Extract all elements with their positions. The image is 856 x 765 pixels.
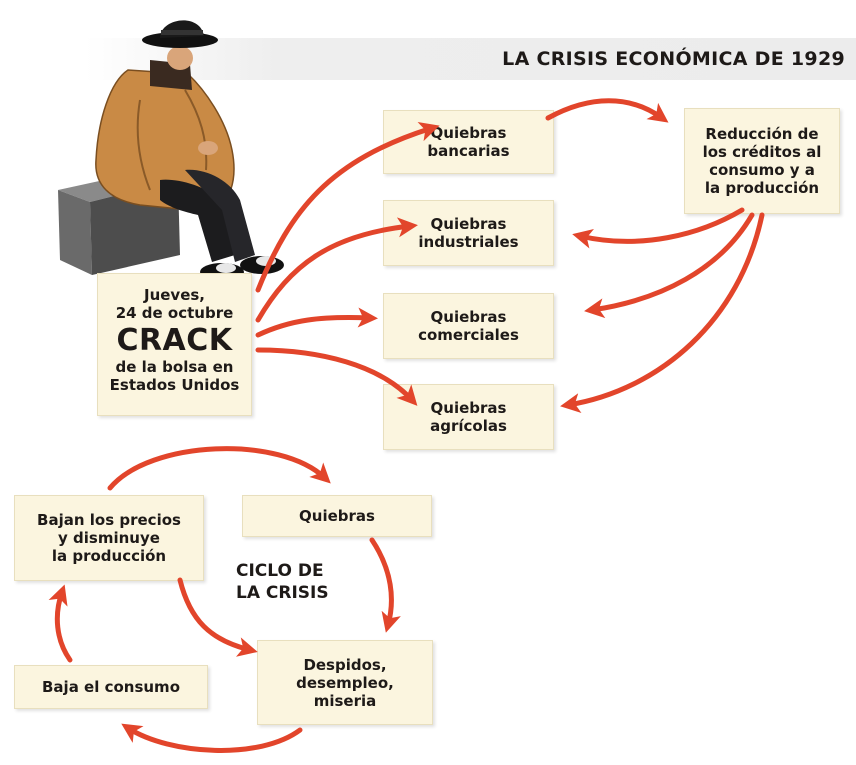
credit-reduction-box: Reducción de los créditos al consumo y a…: [684, 108, 840, 214]
failure-label: Quiebras industriales: [418, 215, 519, 251]
arrow-credit-to-agricultural: [560, 212, 765, 413]
arrow-crack-to-banking: [255, 122, 440, 293]
arrow-cycle-quiebras-to-despidos: [369, 537, 401, 633]
cycle-title: CICLO DE LA CRISIS: [236, 561, 329, 603]
crack-date: Jueves, 24 de octubre: [115, 286, 234, 322]
cycle-step-quiebras: Quiebras: [242, 495, 432, 537]
failure-box-commercial: Quiebras comerciales: [383, 293, 554, 359]
arrow-crack-to-agricultural: [255, 347, 418, 406]
crack-subtitle: de la bolsa en Estados Unidos: [109, 358, 240, 394]
arrow-cycle-despidos-to-consumo: [121, 723, 303, 753]
failure-label: Quiebras agrícolas: [430, 399, 507, 435]
cycle-step-label: Despidos, desempleo, miseria: [296, 655, 394, 710]
arrow-credit-to-industrial: [572, 207, 745, 249]
arrow-crack-to-industrial: [255, 217, 418, 323]
failure-label: Quiebras comerciales: [418, 308, 519, 344]
arrow-cycle-consumo-to-prices: [48, 584, 73, 663]
cycle-step-label: Bajan los precios y disminuye la producc…: [37, 511, 181, 565]
diagram-title: LA CRISIS ECONÓMICA DE 1929: [502, 48, 845, 70]
arrow-crack-to-commercial: [255, 307, 378, 338]
failure-box-industrial: Quiebras industriales: [383, 200, 554, 266]
arrow-cycle-prices-to-despidos: [177, 577, 258, 657]
arrow-cycle-prices-to-quiebras: [107, 446, 331, 491]
cycle-step-bajan-precios: Bajan los precios y disminuye la producc…: [14, 495, 204, 581]
cycle-step-label: Quiebras: [299, 507, 375, 525]
failure-box-agricultural: Quiebras agrícolas: [383, 384, 554, 450]
failure-box-banking: Quiebras bancarias: [383, 110, 554, 174]
crack-origin-box: Jueves, 24 de octubre CRACK de la bolsa …: [97, 273, 252, 416]
man-figure: [95, 20, 284, 281]
failure-label: Quiebras bancarias: [427, 124, 510, 160]
arrow-banking-to-credit: [545, 98, 669, 123]
title-band: [85, 38, 856, 80]
cycle-step-label: Baja el consumo: [42, 678, 180, 696]
cycle-step-despidos: Despidos, desempleo, miseria: [257, 640, 433, 725]
crack-headline: CRACK: [116, 323, 233, 358]
credit-reduction-label: Reducción de los créditos al consumo y a…: [702, 125, 822, 197]
cycle-step-baja-consumo: Baja el consumo: [14, 665, 208, 709]
arrow-credit-to-commercial: [584, 212, 755, 319]
